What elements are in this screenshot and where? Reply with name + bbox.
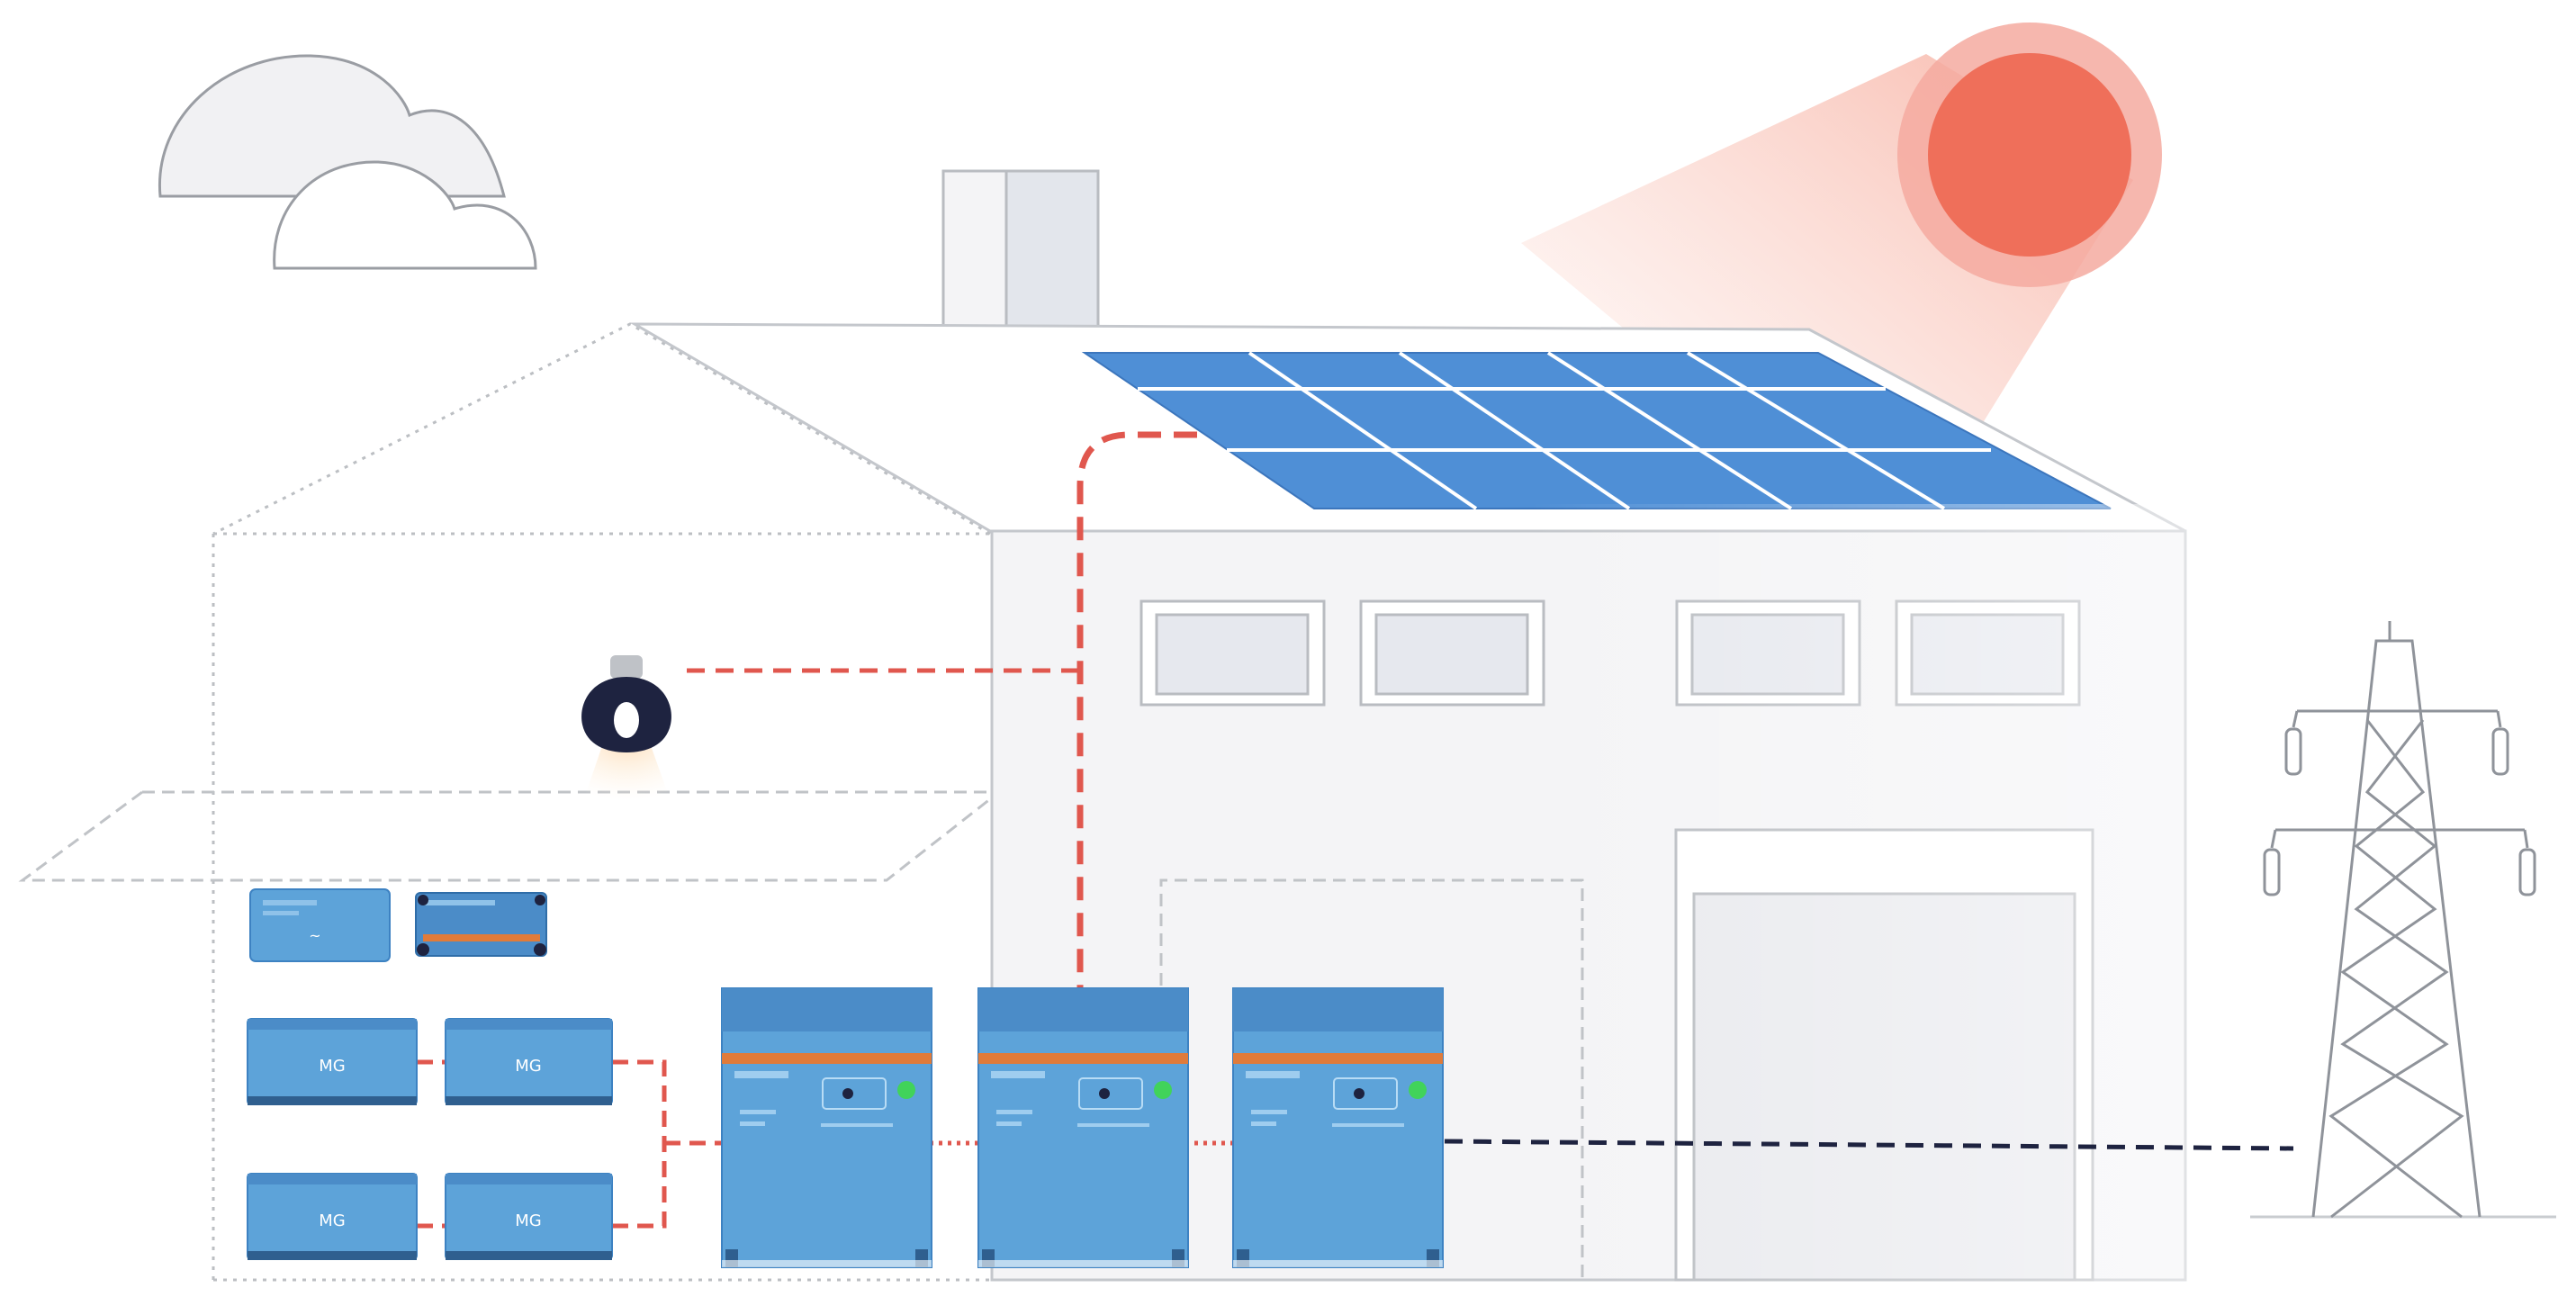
chimney [941, 169, 1100, 330]
solar-dc-cable [1076, 431, 1197, 990]
battery-1: MG [247, 1018, 418, 1105]
window-2 [1359, 599, 1545, 707]
house-dotted-outline [212, 322, 991, 1282]
lynx-distributor-icon [415, 892, 547, 957]
battery-4: MG [445, 1173, 613, 1260]
inverter-charger-icon [721, 987, 932, 1268]
battery-label: MG [515, 1211, 541, 1230]
grid-ac-cable [1444, 1139, 2294, 1151]
battery-label: MG [319, 1211, 345, 1230]
battery-dc-cables [417, 1059, 725, 1229]
svg-text:~: ~ [309, 927, 320, 944]
solar-panel-icon [1081, 351, 2112, 510]
inverter-charger-icon [977, 987, 1189, 1268]
battery-2: MG [445, 1018, 613, 1105]
sun-icon [1897, 23, 2162, 287]
battery-management-system-icon: ~ [249, 888, 391, 962]
light-bulb-icon [581, 655, 671, 801]
power-pylon-icon [2250, 621, 2556, 1219]
inverter-charger-icon [1232, 987, 1444, 1268]
inverter-bank [721, 987, 1444, 1268]
battery-label: MG [515, 1057, 541, 1076]
battery-label: MG [319, 1057, 345, 1076]
cloud-icon [158, 54, 537, 270]
floor-plane [18, 790, 1004, 882]
window-1 [1139, 599, 1326, 707]
battery-bank: MG MG MG MG [247, 1018, 613, 1260]
light-fade [1530, 504, 2214, 1287]
battery-3: MG [247, 1173, 418, 1260]
